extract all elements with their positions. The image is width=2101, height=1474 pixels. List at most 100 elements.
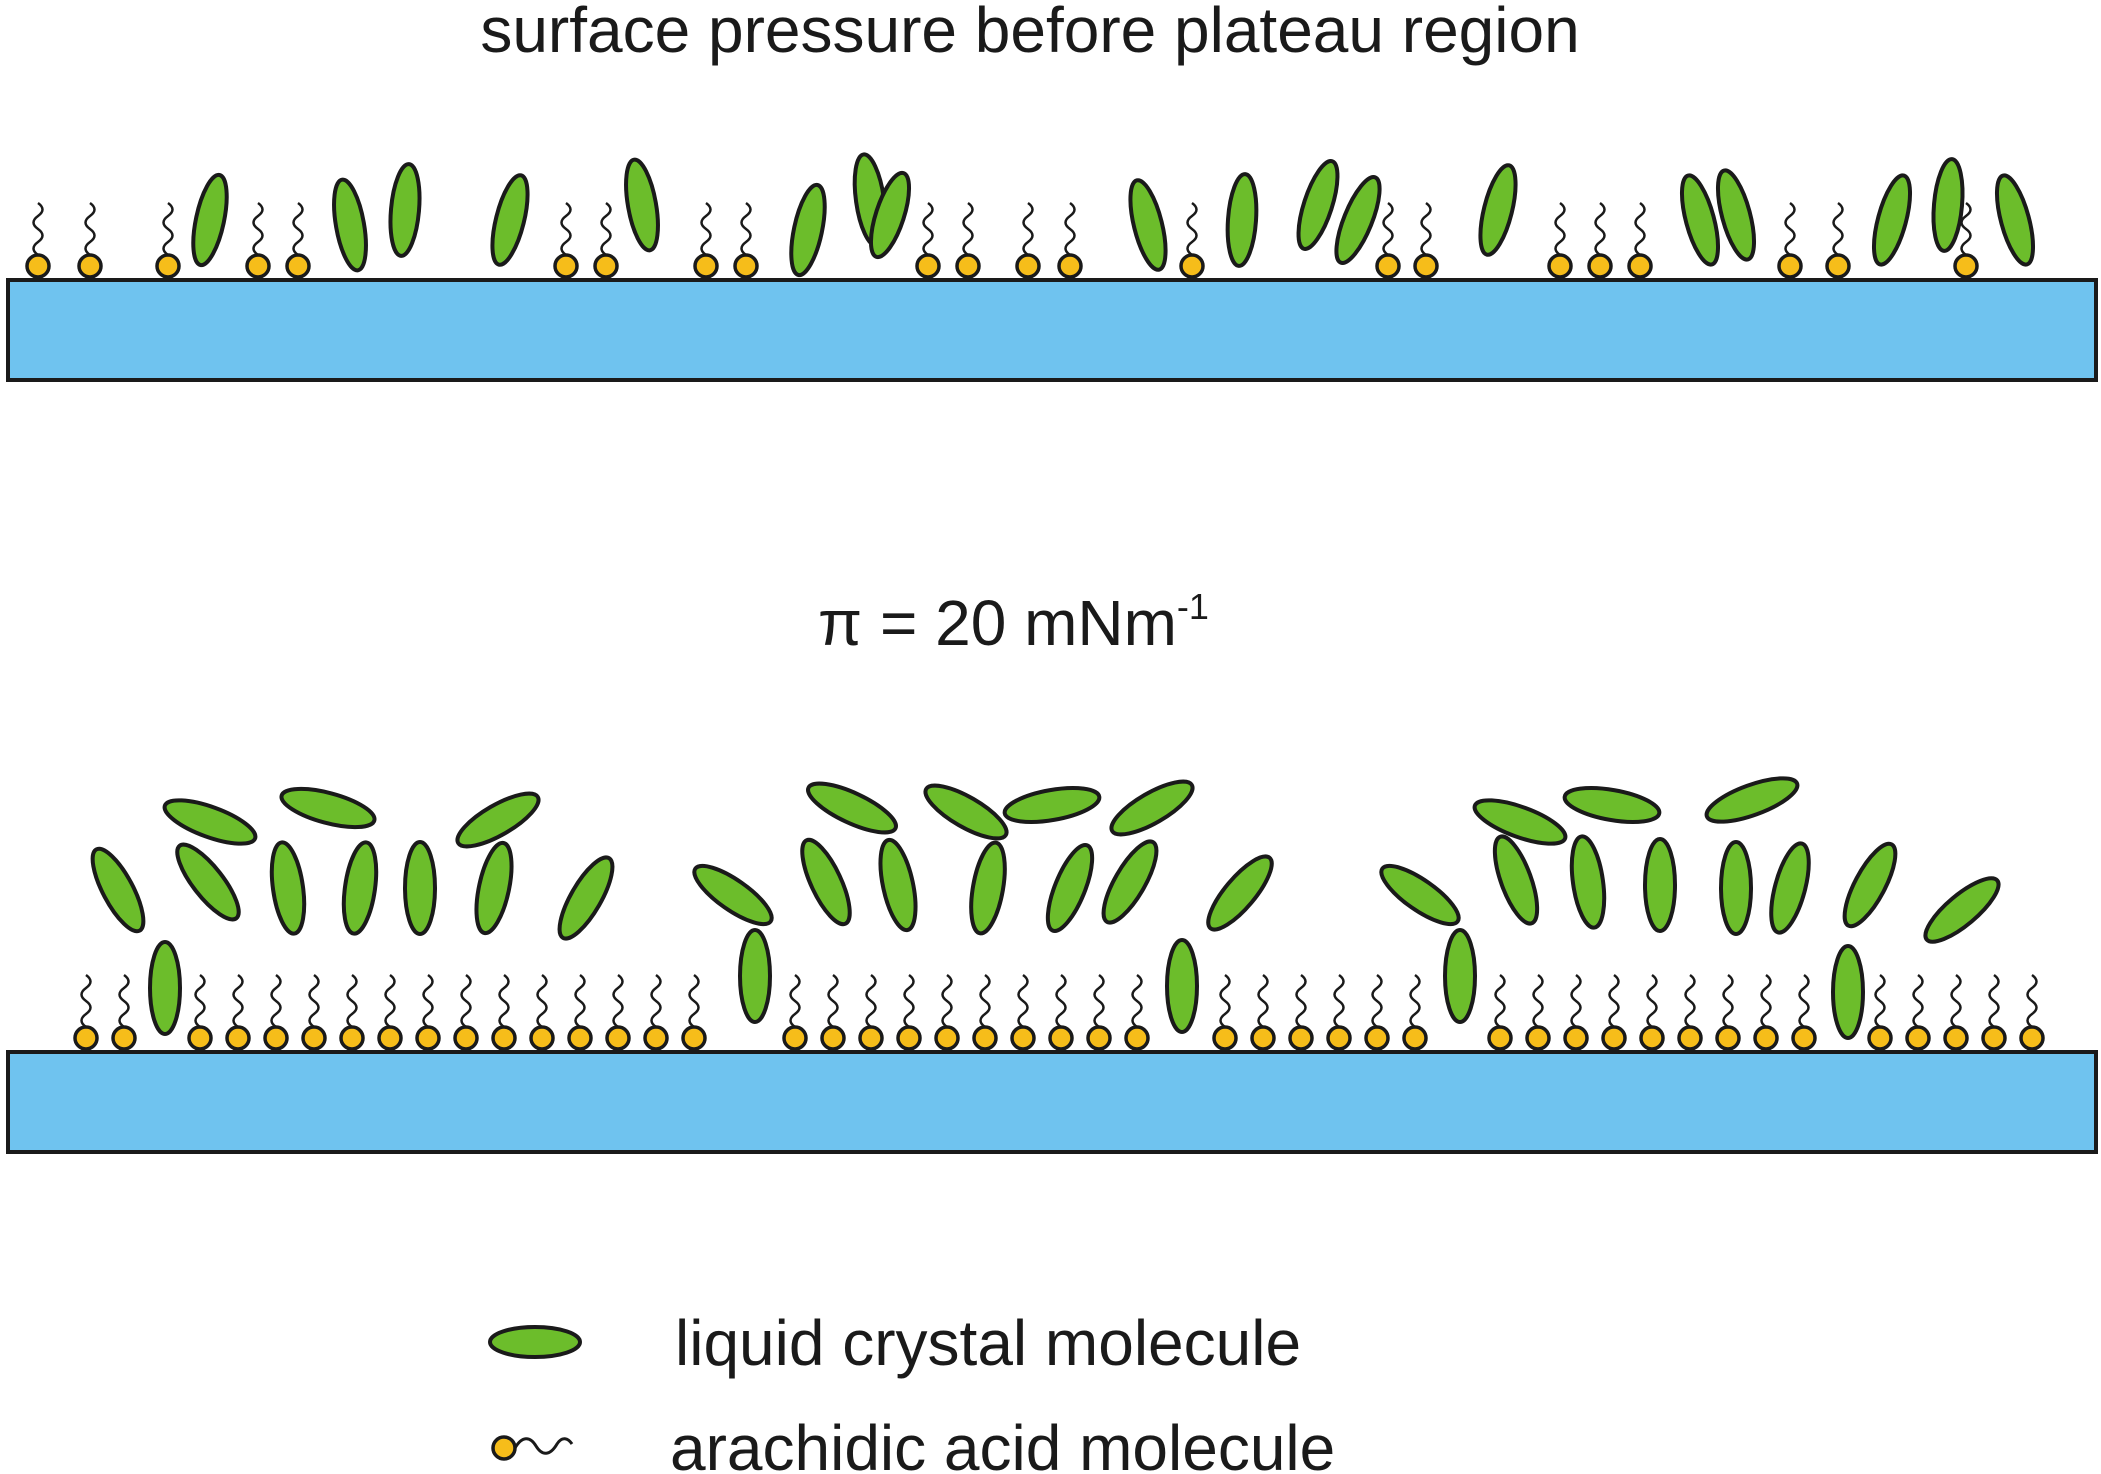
liquid-crystal-molecule	[1045, 842, 1095, 934]
liquid-crystal-molecule	[403, 840, 437, 936]
arachidic-acid-molecule	[1639, 973, 1665, 1051]
arachidic-acid-molecule	[285, 201, 311, 279]
arachidic-acid-molecule	[1601, 973, 1627, 1051]
liquid-crystal-molecule	[90, 846, 146, 934]
legend-label-liquid-crystal: liquid crystal molecule	[675, 1307, 1301, 1379]
liquid-crystal-molecule	[1296, 159, 1340, 251]
liquid-crystal-molecule	[1472, 798, 1568, 846]
liquid-crystal-molecule	[624, 157, 660, 253]
arachidic-acid-molecule	[1867, 973, 1893, 1051]
arachidic-acid-molecule	[1981, 973, 2007, 1051]
liquid-crystal-molecule	[388, 162, 422, 258]
arachidic-acid-molecule	[2019, 973, 2045, 1051]
arachidic-acid-molecule	[782, 973, 808, 1051]
headgroup-tail-icon	[491, 1435, 574, 1461]
arachidic-acid-molecule	[553, 201, 579, 279]
arachidic-acid-molecule	[1124, 973, 1150, 1051]
arachidic-acid-molecule	[1905, 973, 1931, 1051]
arachidic-acid-molecule	[1525, 973, 1551, 1051]
liquid-crystal-molecule	[868, 170, 912, 260]
liquid-crystal-molecule	[1923, 876, 2001, 944]
arachidic-acid-molecule	[453, 973, 479, 1051]
arachidic-acid-molecule	[1364, 973, 1390, 1051]
arachidic-acid-molecule	[491, 973, 517, 1051]
liquid-crystal-molecule	[800, 837, 852, 927]
bottom-substrate	[6, 1050, 2098, 1154]
top-panel: surface pressure before plateau region	[6, 0, 2098, 382]
arachidic-acid-molecule	[858, 973, 884, 1051]
liquid-crystal-molecule	[1379, 863, 1461, 927]
bottom-panel-caption: π = 20 mNm-1	[818, 586, 1209, 659]
arachidic-acid-molecule	[1413, 201, 1439, 279]
arachidic-acid-molecule	[25, 201, 51, 279]
arachidic-acid-molecule	[567, 973, 593, 1051]
liquid-crystal-molecule	[1562, 786, 1662, 824]
arachidic-acid-molecule	[1753, 973, 1779, 1051]
arachidic-acid-molecule	[1563, 973, 1589, 1051]
liquid-crystal-molecule	[474, 840, 514, 936]
liquid-crystal-molecule	[1719, 840, 1753, 936]
arachidic-acid-molecule	[1326, 973, 1352, 1051]
bottom-arachidic-acid-layer	[73, 973, 2045, 1051]
liquid-crystal-molecule	[1225, 172, 1259, 268]
liquid-crystal-molecule	[1679, 173, 1721, 267]
arachidic-acid-molecule	[1250, 973, 1276, 1051]
liquid-crystal-molecule	[175, 842, 241, 922]
arachidic-acid-molecule	[972, 973, 998, 1051]
arachidic-acid-molecule	[301, 973, 327, 1051]
liquid-crystal-molecule	[1769, 841, 1811, 935]
liquid-crystal-molecule	[1569, 834, 1607, 930]
arachidic-acid-molecule	[77, 201, 103, 279]
liquid-crystal-molecule	[1704, 776, 1800, 824]
liquid-crystal-molecule	[1165, 938, 1199, 1034]
liquid-crystal-molecule	[738, 928, 772, 1024]
arachidic-acid-molecule	[1402, 973, 1428, 1051]
liquid-crystal-molecule	[332, 177, 368, 273]
liquid-crystal-molecule	[1831, 944, 1865, 1040]
liquid-crystal-molecule	[806, 781, 898, 835]
arachidic-acid-molecule	[915, 201, 941, 279]
arachidic-acid-molecule	[1715, 973, 1741, 1051]
arachidic-acid-molecule	[377, 973, 403, 1051]
arachidic-acid-molecule	[1179, 201, 1205, 279]
arachidic-acid-molecule	[187, 973, 213, 1051]
liquid-crystal-molecule	[162, 798, 258, 846]
liquid-crystal-molecule	[878, 837, 918, 933]
arachidic-acid-molecule	[415, 973, 441, 1051]
arachidic-acid-molecule	[1048, 973, 1074, 1051]
arachidic-acid-molecule	[605, 973, 631, 1051]
liquid-crystal-molecule	[455, 791, 541, 849]
arachidic-acid-molecule	[263, 973, 289, 1051]
liquid-crystal-molecule	[923, 783, 1009, 841]
liquid-crystal-molecule	[692, 863, 774, 927]
liquid-crystal-molecule	[191, 172, 229, 268]
liquid-crystal-molecule	[1206, 854, 1274, 932]
arachidic-acid-molecule	[1825, 201, 1851, 279]
liquid-crystal-molecule	[1931, 157, 1965, 253]
legend: liquid crystal molecule arachidic acid m…	[488, 1307, 1335, 1474]
arachidic-acid-molecule	[155, 201, 181, 279]
liquid-crystal-molecule	[969, 840, 1007, 936]
arachidic-acid-molecule	[1547, 201, 1573, 279]
arachidic-acid-molecule	[73, 973, 99, 1051]
liquid-crystal-molecule	[1443, 928, 1477, 1024]
liquid-crystal-molecule	[490, 173, 530, 267]
arachidic-acid-molecule	[643, 973, 669, 1051]
arachidic-acid-molecule	[1375, 201, 1401, 279]
arachidic-acid-molecule	[1288, 973, 1314, 1051]
top-substrate	[6, 278, 2098, 382]
liquid-crystal-molecule	[1842, 841, 1898, 929]
arachidic-acid-molecule	[1587, 201, 1613, 279]
liquid-crystal-molecule	[1334, 175, 1382, 265]
arachidic-acid-molecule	[955, 201, 981, 279]
liquid-crystal-molecule	[1492, 834, 1540, 926]
liquid-crystal-molecule	[1109, 779, 1195, 837]
liquid-crystal-molecule	[279, 786, 377, 830]
arachidic-acid-molecule	[681, 973, 707, 1051]
top-panel-caption: surface pressure before plateau region	[480, 0, 1579, 66]
arachidic-acid-molecule	[1015, 201, 1041, 279]
liquid-crystal-molecule	[1002, 786, 1102, 824]
arachidic-acid-molecule	[1627, 201, 1653, 279]
arachidic-acid-molecule	[1943, 973, 1969, 1051]
